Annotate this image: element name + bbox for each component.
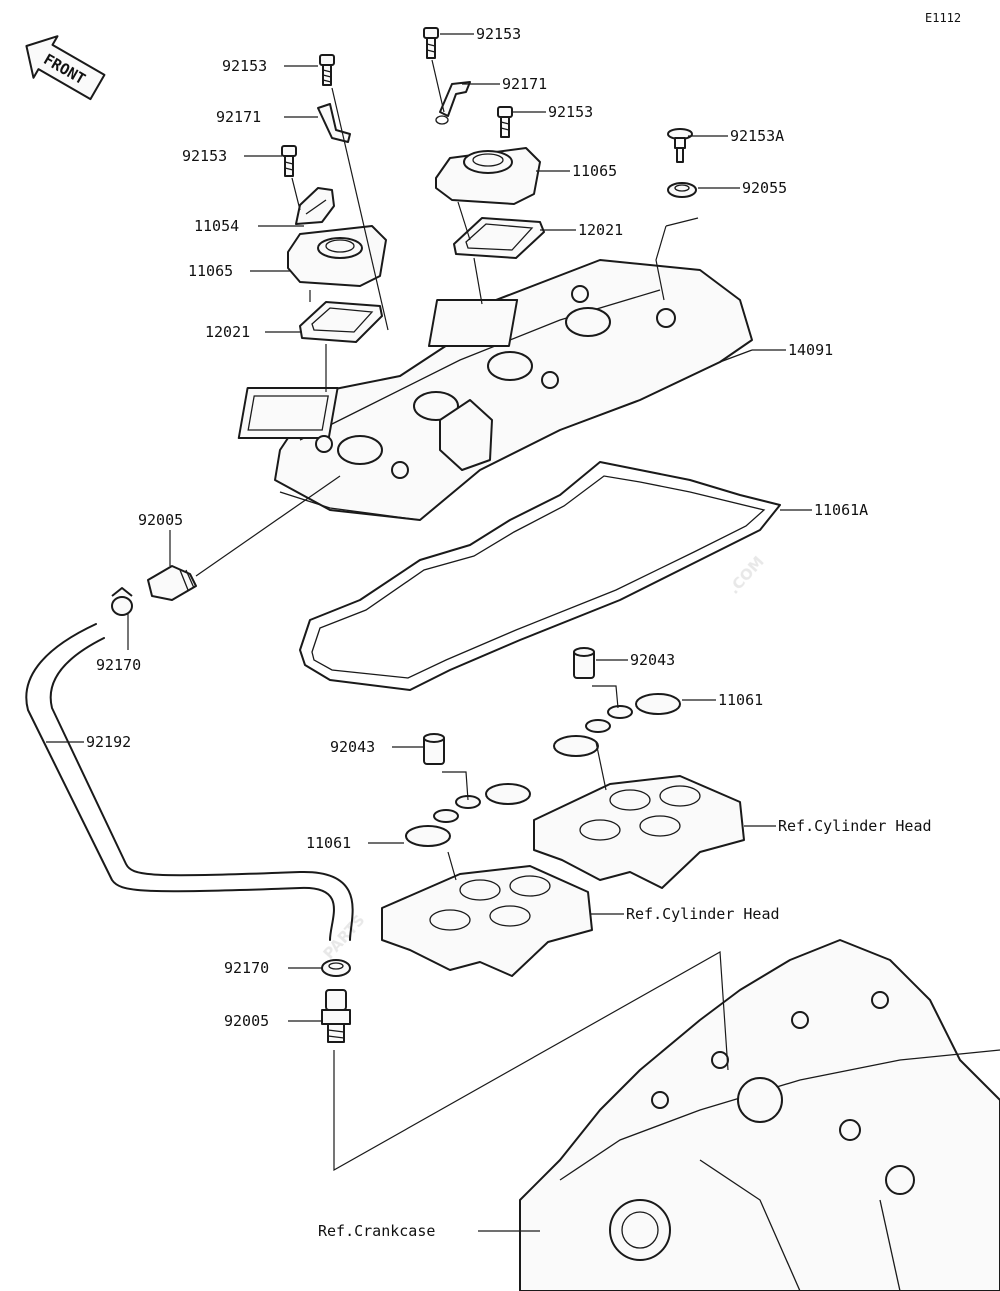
cylinder-head-left	[381, 865, 593, 977]
part-label-92192[interactable]: 92192	[86, 733, 131, 751]
cover-11065-left	[287, 225, 387, 287]
part-label-92171[interactable]: 92171	[216, 108, 261, 126]
cylinder-head-right	[533, 775, 745, 889]
watermark-suffix: .COM	[725, 553, 768, 598]
fitting-92005-top	[147, 565, 197, 601]
clamp-92171-left	[317, 103, 351, 143]
diagram-id: E1112	[925, 11, 961, 25]
filter-12021-right	[453, 217, 545, 259]
part-label-92170[interactable]: 92170	[96, 656, 141, 674]
clip-92170-bottom	[321, 959, 351, 977]
head-cover-14091	[237, 259, 753, 521]
filter-12021-left	[299, 301, 383, 343]
hose-92192	[25, 623, 354, 941]
part-label-92005[interactable]: 92005	[224, 1012, 269, 1030]
crankcase	[519, 939, 1000, 1291]
ref-label-crankcase[interactable]: Ref.Crankcase	[318, 1222, 435, 1240]
part-label-92153A[interactable]: 92153A	[730, 127, 784, 145]
bolt-92153-right-top	[423, 27, 439, 59]
part-label-92171[interactable]: 92171	[502, 75, 547, 93]
dowel-92043-left	[423, 733, 445, 765]
part-labels: 92153 92171 92153 11054 11065 12021 9215…	[86, 25, 932, 1240]
clamp-92171-right	[435, 81, 471, 125]
front-arrow-icon: FRONT	[25, 35, 106, 101]
part-label-11061A[interactable]: 11061A	[814, 501, 868, 519]
watermark-brand: PARTS	[320, 911, 369, 963]
oring-11061-right	[553, 693, 681, 757]
part-label-92153[interactable]: 92153	[548, 103, 593, 121]
grommet-92055	[667, 182, 697, 198]
part-label-92153[interactable]: 92153	[222, 57, 267, 75]
part-label-12021[interactable]: 12021	[205, 323, 250, 341]
part-label-11054[interactable]: 11054	[194, 217, 239, 235]
part-label-11065[interactable]: 11065	[572, 162, 617, 180]
part-label-92043[interactable]: 92043	[330, 738, 375, 756]
bolt-92153-right-mid	[497, 106, 513, 138]
cover-11065-right	[435, 147, 541, 205]
part-label-11065[interactable]: 11065	[188, 262, 233, 280]
bolt-92153-left-small	[281, 145, 297, 177]
oring-11061-left	[405, 783, 531, 847]
part-label-92170[interactable]: 92170	[224, 959, 269, 977]
part-label-11061[interactable]: 11061	[306, 834, 351, 852]
part-label-11061[interactable]: 11061	[718, 691, 763, 709]
leader-lines	[46, 33, 812, 1232]
gasket-11061A	[299, 461, 781, 691]
part-label-12021[interactable]: 12021	[578, 221, 623, 239]
part-label-92153[interactable]: 92153	[182, 147, 227, 165]
part-label-14091[interactable]: 14091	[788, 341, 833, 359]
bracket-11054	[295, 187, 335, 225]
part-label-92043[interactable]: 92043	[630, 651, 675, 669]
part-label-92153[interactable]: 92153	[476, 25, 521, 43]
dowel-92043-right	[573, 647, 595, 679]
clip-92170-top	[111, 587, 133, 616]
bolt-92153-left-top	[319, 54, 335, 86]
part-label-92055[interactable]: 92055	[742, 179, 787, 197]
ref-label-cylinder-head[interactable]: Ref.Cylinder Head	[626, 905, 780, 923]
ref-label-cylinder-head[interactable]: Ref.Cylinder Head	[778, 817, 932, 835]
fitting-92005-bottom	[321, 989, 351, 1043]
part-label-92005[interactable]: 92005	[138, 511, 183, 529]
bolt-92153A	[667, 128, 693, 163]
